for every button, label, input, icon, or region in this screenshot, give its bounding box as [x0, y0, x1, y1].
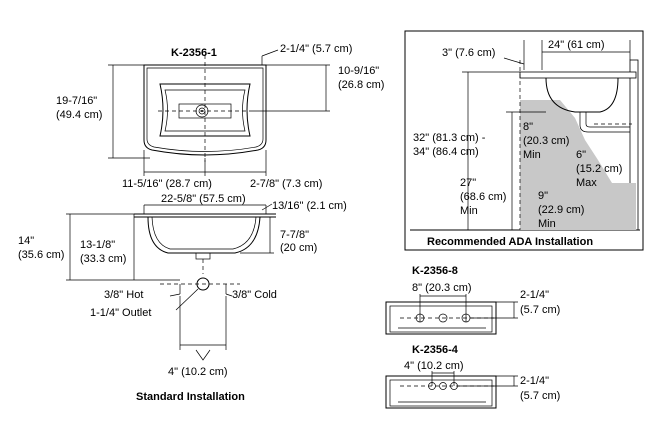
ada-dim-floor-a: 9": [538, 190, 548, 202]
top-view: K-2356-1 2-1/4" (5.7 cm) 10-9/16" (26.8 …: [56, 43, 384, 190]
variant-4-sink: [385, 375, 497, 409]
model-k-2356-8: K-2356-8: [412, 265, 458, 277]
ada-dim-knee-c: Min: [460, 205, 478, 217]
section-view: 22-5/8" (57.5 cm) 13/16" (2.1 cm) 7-7/8"…: [18, 193, 347, 403]
dim-total-b: (35.6 cm): [18, 249, 64, 261]
variant-4-hole-right: [450, 382, 458, 390]
ada-dim-toe-c: Min: [523, 149, 541, 161]
basin-outline-top: [159, 83, 251, 137]
sink-outline-top: [143, 64, 267, 156]
ada-dim-knee-a: 27": [460, 177, 476, 189]
ada-panel: 3" (7.6 cm) 24" (61 cm) 32" (81.3 cm) - …: [404, 30, 644, 251]
ada-dim-max-a: 6": [576, 149, 586, 161]
ada-dim-height-b: 34" (86.4 cm): [413, 146, 479, 158]
ada-dim-floor-b: (22.9 cm): [538, 204, 584, 216]
sink-rim-top: [146, 67, 264, 152]
ada-trap: [579, 112, 630, 133]
drain-body: [195, 252, 211, 260]
dim-height-b: (33.3 cm): [80, 253, 126, 265]
model-k-2356-1: K-2356-1: [171, 47, 217, 59]
dim-bottom-left: 11-5/16" (28.7 cm): [122, 178, 212, 190]
dim-right-a: 10-9/16": [338, 65, 379, 77]
model-k-2356-4: K-2356-4: [412, 344, 459, 356]
ada-dim-depth: 24" (61 cm): [548, 39, 604, 51]
dim-rim: 13/16" (2.1 cm): [272, 200, 347, 212]
outlet-circle: [196, 277, 210, 291]
ada-dim-knee-b: (68.6 cm): [460, 191, 506, 203]
variant-8-hole-center: [438, 313, 448, 323]
dim-top-hole: 2-1/4" (5.7 cm): [280, 43, 352, 55]
ada-dim-max-c: Max: [576, 177, 597, 189]
ada-frame: [404, 30, 644, 251]
dim-depth-b: (20 cm): [280, 242, 317, 254]
ada-clearance-zone: [520, 100, 636, 230]
caption-standard: Standard Installation: [136, 391, 245, 403]
variant-4-hole-left: [428, 382, 436, 390]
variant-8-hole-left: [415, 313, 425, 323]
label-outlet: 1-1/4" Outlet: [90, 307, 151, 319]
dim-height-a: 13-1/8": [80, 239, 115, 251]
dim-left-a: 19-7/16": [56, 95, 97, 107]
dim-left-b: (49.4 cm): [56, 109, 102, 121]
variant-8-spread: 8" (20.3 cm): [412, 282, 472, 294]
dim-bottom-right: 2-7/8" (7.3 cm): [250, 178, 322, 190]
variant-4: K-2356-4 4" (10.2 cm) 2-1/4" (5.7 cm): [385, 344, 560, 409]
ada-dim-floor-c: Min: [538, 218, 556, 230]
dim-total-a: 14": [18, 235, 34, 247]
ada-sink-bowl: [545, 77, 619, 113]
dim-supply: 4" (10.2 cm): [168, 366, 228, 378]
basin-section: [147, 216, 261, 254]
ada-dim-height-a: 32" (81.3 cm) -: [413, 132, 486, 144]
ada-dim-toe-b: (20.3 cm): [523, 135, 569, 147]
variant-4-dim-b: (5.7 cm): [520, 390, 560, 402]
label-cold: 3/8" Cold: [232, 289, 277, 301]
variant-8-dim-b: (5.7 cm): [520, 304, 560, 316]
ada-countertop: [519, 71, 637, 79]
variant-8: K-2356-8 8" (20.3 cm) 2-1/4" (5.7 cm): [385, 265, 560, 335]
variant-4-spread: 4" (10.2 cm): [404, 360, 464, 372]
label-hot: 3/8" Hot: [104, 289, 143, 301]
ada-dim-toe-a: 8": [523, 121, 533, 133]
caption-ada: Recommended ADA Installation: [427, 236, 593, 248]
dim-right-b: (26.8 cm): [338, 79, 384, 91]
basin-inner-top: [164, 89, 246, 132]
ada-dim-overhang: 3" (7.6 cm): [442, 47, 495, 59]
variant-4-hole-center: [439, 382, 447, 390]
dim-section-width: 22-5/8" (57.5 cm): [161, 193, 246, 205]
ada-dim-max-b: (15.2 cm): [576, 163, 622, 175]
variant-8-dim-a: 2-1/4": [520, 289, 549, 301]
dim-depth-a: 7-7/8": [280, 229, 309, 241]
variant-4-dim-a: 2-1/4": [520, 375, 549, 387]
